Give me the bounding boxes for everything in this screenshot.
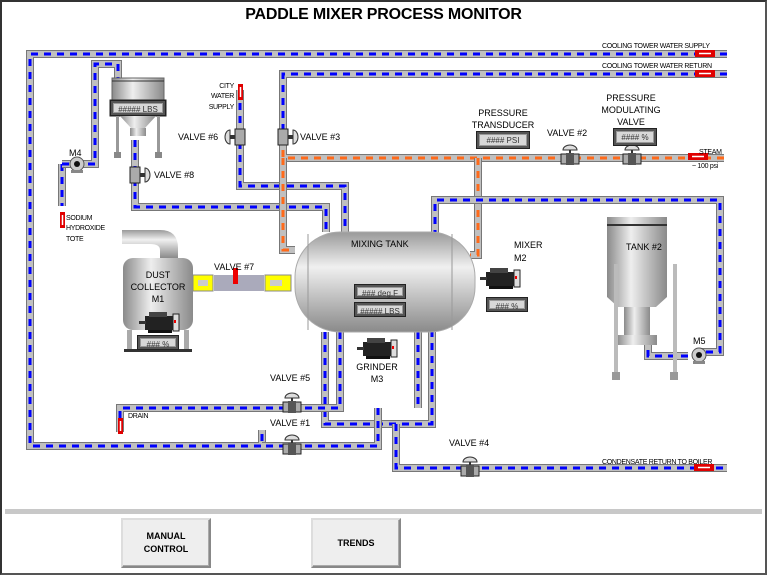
page-title: PADDLE MIXER PROCESS MONITOR <box>245 6 522 23</box>
cooling-return-pipe <box>279 70 727 150</box>
mixing-tank <box>294 231 476 333</box>
cooling-supply-arrow <box>695 50 715 57</box>
condensate-label: CONDENSATE RETURN TO BOILER <box>602 459 713 466</box>
valve-2-label: VALVE #2 <box>547 128 588 138</box>
cooling-return-arrow <box>695 70 715 77</box>
pressure-transducer-readout: #### PSI <box>476 131 530 149</box>
city-water-label-1: CITY <box>219 83 234 90</box>
cooling-supply-label: COOLING TOWER WATER SUPPLY <box>602 43 710 50</box>
steam-to-tank-pipe <box>279 158 295 254</box>
valve-8-label: VALVE #8 <box>154 170 195 180</box>
steam-jacket-pipe <box>470 158 482 259</box>
dust-collector-label-2: COLLECTOR <box>130 282 186 292</box>
grinder-label-2: M3 <box>370 374 384 384</box>
tank2-return-pipe <box>431 196 724 356</box>
steam-header-pipe <box>279 150 724 162</box>
pmv-label-1: PRESSURE <box>606 93 656 103</box>
dust-collector <box>122 230 193 352</box>
dust-collector-motor-icon <box>139 312 180 333</box>
drain-arrow <box>118 418 123 434</box>
valve-2-icon <box>560 144 580 165</box>
sodium-label-1: SODIUM <box>66 215 93 222</box>
tank-2 <box>607 217 678 380</box>
valve-4-icon <box>460 456 480 477</box>
mixing-tank-weight-readout: ##### LBS <box>354 302 406 317</box>
pmv-label-2: MODULATING <box>601 105 661 115</box>
trends-button[interactable]: TRENDS <box>311 518 401 568</box>
drain-label: DRAIN <box>128 413 149 420</box>
dust-collector-label-3: M1 <box>151 294 165 304</box>
tank-2-label: TANK #2 <box>626 242 662 252</box>
mixer-readout: ### % <box>486 297 528 312</box>
cooling-return-label: COOLING TOWER WATER RETURN <box>602 63 712 70</box>
valve-4-label: VALVE #4 <box>449 438 490 448</box>
sodium-arrow <box>60 212 65 228</box>
pmv-label-3: VALVE <box>617 117 645 127</box>
city-water-label-2: WATER <box>211 93 234 100</box>
pump-m5-label: M5 <box>693 336 706 346</box>
valve-5-label: VALVE #5 <box>270 373 311 383</box>
steam-pressure-label: ~ 100 psi <box>692 163 718 170</box>
mixer-label-2: M2 <box>514 253 527 263</box>
valve-5-icon <box>282 392 302 413</box>
sodium-label-3: TOTE <box>66 236 84 243</box>
valve-1-label: VALVE #1 <box>270 418 311 428</box>
city-water-arrow <box>238 84 243 100</box>
m5-pipe <box>644 345 688 360</box>
sodium-label-2: HYDROXIDE <box>66 225 105 232</box>
pump-m4-label: M4 <box>69 148 82 158</box>
valve-7-label: VALVE #7 <box>214 262 255 272</box>
valve-3-label: VALVE #3 <box>300 132 341 142</box>
condensate-arrow <box>694 464 714 471</box>
pmv-valve-icon <box>622 144 642 165</box>
pressure-transducer-label-1: PRESSURE <box>478 108 528 118</box>
pmv-readout: #### % <box>613 128 657 146</box>
mixing-tank-temp-readout: ### deg.F <box>354 284 406 299</box>
valve-1-icon <box>282 434 302 455</box>
condensate-pipe <box>392 424 727 472</box>
duct-valve-7 <box>192 268 292 292</box>
dust-collector-label-1: DUST <box>145 270 171 280</box>
mixing-tank-label: MIXING TANK <box>351 239 409 249</box>
valve-6-label: VALVE #6 <box>178 132 219 142</box>
footer-divider <box>5 509 762 514</box>
mixer-label-1: MIXER <box>514 240 543 250</box>
pressure-transducer-label-2: TRANSDUCER <box>471 120 535 130</box>
mixer-motor-icon <box>480 268 521 289</box>
grinder-motor-icon <box>357 338 398 359</box>
city-water-label-3: SUPPLY <box>208 104 235 111</box>
steam-arrow <box>688 153 708 160</box>
grinder-label-1: GRINDER <box>356 362 398 372</box>
hopper-weight-readout: ##### LBS <box>110 100 166 116</box>
dust-collector-readout: ### % <box>137 335 179 350</box>
cooling-supply-pipe <box>26 50 727 450</box>
valve-6-icon <box>224 128 246 146</box>
pump-m5-icon <box>691 347 707 364</box>
valve-8-icon <box>129 166 151 184</box>
valve-3-icon <box>277 128 299 146</box>
pump-m4-icon <box>69 156 85 173</box>
steam-label: STEAM <box>699 149 722 156</box>
